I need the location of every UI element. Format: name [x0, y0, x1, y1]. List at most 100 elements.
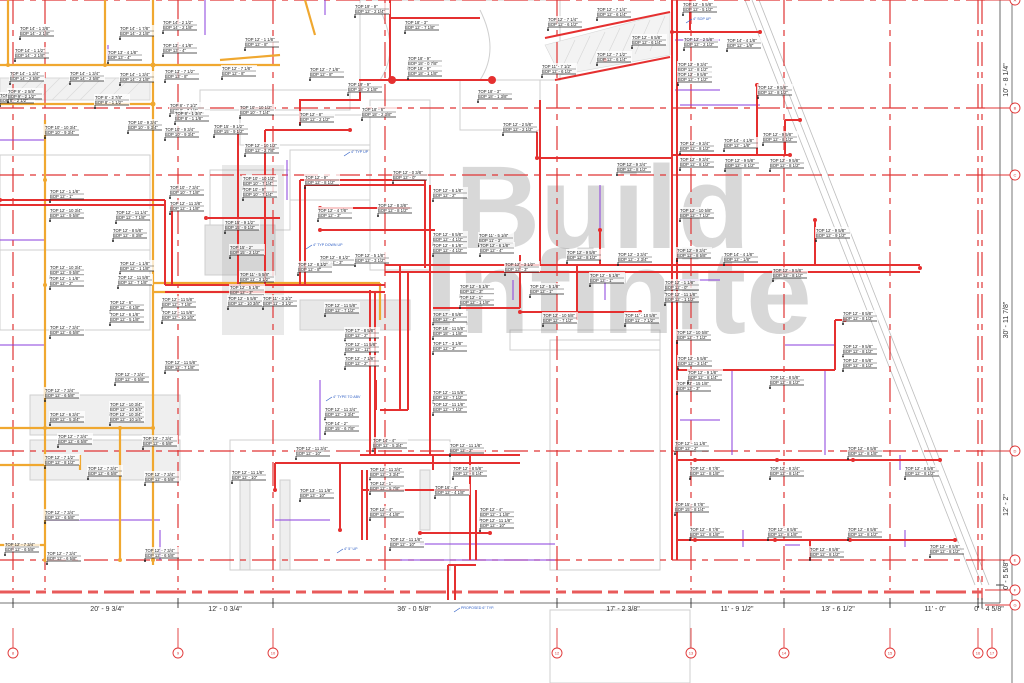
pipe-tag-top: TOP 12' - 8 5/8"	[810, 547, 840, 552]
pipe-tag-top: TOP 15' - 2"	[230, 245, 253, 250]
pipe-tag-top: TOP 12' - 2 5/8"	[684, 37, 714, 42]
pipe-tag: TOP 12' - 8 5/8"BOP 12' - 8 1/8"	[767, 526, 803, 541]
purple-pipes	[0, 0, 906, 561]
pipe-tag-top: TOP 10' - 10 3/4"	[45, 125, 77, 130]
grid-bubble-label: D	[1014, 449, 1017, 454]
pipe-tag-top: TOP 12' - 2 5/8"	[503, 122, 533, 127]
pipe-tag: TOP 10' - 10 1/2"BOP 10' - 7 1/4"	[239, 104, 275, 119]
pipe-tag-bop: BOP 12' - 2 7/8"	[245, 148, 275, 153]
pipe-tag: TOP 12' - 11 5/8"BOP 12' - 7 1/8"	[164, 359, 200, 374]
pipe-tag-top: TOP 12' - 11 3/4"	[370, 467, 402, 472]
grid-bubble: 17	[986, 628, 998, 659]
pipe-note: 4" TYP DOWN UP	[305, 243, 343, 250]
pipe-tag-top: TOP 17' - 8 5/8"	[345, 328, 375, 333]
pipe-tag-top: TOP 12' - 6 5/8"	[433, 232, 463, 237]
pipe-tag: TOP 12' - 7 1/2"BOP 12' - 8 1/2"	[44, 454, 80, 469]
pipe-tag: TOP 12' - 7 1/8"BOP 12' - 8"	[309, 66, 345, 81]
pipe-tag-bop: BOP 12' - 8 1/8"	[768, 532, 798, 537]
dimension-label: 11' - 0"	[924, 606, 946, 613]
grid-bubble: 12	[551, 628, 563, 659]
pipe-tag: TOP 12' - 7 1/8"BOP 12' - 8"	[221, 65, 257, 80]
pipe-tag: TOP 12' - 7 1/4"BOP 12' - 6 1/4"	[596, 6, 632, 21]
dimension-label: 11' - 9 1/2"	[721, 606, 754, 613]
pipe-tag-top: TOP 14' - 1 3/4"	[10, 71, 40, 76]
pipe-tag-top: TOP 12' - 8 5/8"	[113, 228, 143, 233]
pipe-tag-top: TOP 13' - 15 1/8"	[677, 381, 709, 386]
pipe-tag-top: TOP 12' - 10 1/2"	[245, 143, 277, 148]
pipe-tag: TOP 12' - 9 5/8"BOP 12' - 9 1/2"	[815, 227, 851, 242]
pipe-tag-bop: BOP 12' - 2"	[50, 281, 73, 286]
pipe-tag-top: TOP 12' - 9 5/8"	[816, 228, 846, 233]
pipe-tag: TOP 12' - 11 1/8"BOP 12' - 1 1/2"	[664, 291, 700, 306]
pipe-tag-top: TOP 15' - 8 7/8"	[675, 502, 705, 507]
grid-bubble-label: 12	[555, 651, 560, 656]
pipe-tag-top: TOP 12' - 11 3/4"	[296, 446, 328, 451]
pipe-tag-bop: BOP 12' - 2"	[345, 361, 368, 366]
pipe-tag-top: TOP 13' - 7 1/2"	[165, 69, 195, 74]
pipe-tag-bop: BOP 12' - 3"	[318, 213, 341, 218]
pipe-tag: TOP 12' - 7 3/4"BOP 12' - 6 5/8"	[4, 541, 40, 556]
pipe-tag-top: TOP 12' - 6 1/8"	[110, 312, 140, 317]
pipe-tag-bop: BOP 12' - 6 5/8"	[88, 471, 118, 476]
pipe-tag: TOP 12' - 11 3/8"BOP 12' - 1 1/8"	[169, 200, 205, 215]
pipe-tag-bop: BOP 18' - 1 3/8"	[478, 94, 508, 99]
pipe-tag-bop: BOP 12' - 0"	[665, 285, 688, 290]
pipe-tag-bop: BOP 15' - 9 1/2"	[214, 129, 244, 134]
pipe-tag: TOP 12' - 6 3/4"BOP 12' - 5 3/4"	[49, 411, 85, 426]
pipe-tag: TOP 12' - 10 5/8"BOP 12' - 7 1/2"	[679, 207, 715, 222]
pipe-tag: TOP 12' - 11 1/8"BOP 12' - 10"	[231, 469, 267, 484]
pipe-tag: TOP 12' - 11 1/8"BOP 12' - 2"	[449, 442, 485, 457]
pipe-tag-top: TOP 11' - 5 5/8"	[240, 272, 270, 277]
dimension-label-vertical: 0' - 5 5/8"	[1003, 560, 1010, 590]
pipe-tag-top: TOP 12' - 11 5/8"	[433, 390, 465, 395]
pipe-tag-bop: BOP 12' - 8"	[298, 267, 321, 272]
pipe-tag-bop: BOP 14' - 2 1/8"	[163, 25, 193, 30]
pipe-tag: TOP 18' - 11 5/8"BOP 18' - 1 1/8"	[432, 325, 468, 340]
pipe-tag-bop: BOP 12' - 8 3/8"	[113, 233, 143, 238]
pipe-tag: TOP 12' - 5 1/8"BOP 12' - 3 1/2"	[354, 252, 390, 267]
pipe-tag-bop: BOP 13' - 4"	[108, 55, 131, 60]
pipe-tag: TOP 12' - 4 7/8"BOP 12' - 3"	[317, 207, 353, 222]
pipe-tag-top: TOP 19' - 9"	[355, 4, 378, 9]
pipe-tag-bop: BOP 12' - 2 1/2"	[684, 42, 714, 47]
pipe-tag: TOP 12' - 8 5/8"BOP 12' - 8 1/4"	[452, 465, 488, 480]
pipe-tag-top: TOP 12' - 4"	[480, 507, 503, 512]
pipe-tag: TOP 12' - 8"BOP 12' - 2 1/2"	[299, 111, 335, 126]
pipe-tag-bop: BOP 12' - 8 1/8"	[690, 471, 720, 476]
pipe-tag-bop: BOP 12' - 2"	[433, 193, 456, 198]
grid-bubble-label: 9	[177, 651, 180, 656]
grid-bubble-label: 15	[888, 651, 893, 656]
dimension-label: 12' - 0 3/4"	[208, 606, 242, 613]
pipe-tag-top: TOP 14' - 1 3/8"	[20, 26, 50, 31]
pipe-tag: TOP 19' - 9"BOP 18' - 2 1/8"	[347, 81, 383, 96]
grid-bubble-label: C	[1014, 173, 1017, 178]
grid-bubble: C	[985, 169, 1021, 181]
pipe-tag: TOP 12' - 1 1/8"BOP 12' - 1 1/8"	[119, 260, 155, 275]
pipe-tag-top: TOP 12' - 1 1/8"	[120, 261, 150, 266]
pipe-tag: TOP 12' - 9 3/4"BOP 12' - 8 1/2"	[679, 156, 715, 171]
pipe-tag-top: TOP 12' - 8 5/8"	[905, 466, 935, 471]
pipe-tag-bop: BOP 8' - 1 1/2"	[95, 100, 123, 105]
pipe-tag-top: TOP 12' - 7 1/4"	[548, 17, 578, 22]
pipe-tag-top: TOP 12' - 8 7/8"	[690, 466, 720, 471]
pipe-tag-top: TOP 12' - 10 5/8"	[677, 330, 709, 335]
pipe-tag-top: TOP 16' - 4"	[435, 485, 458, 490]
pipe-tag: TOP 18' - 3"BOP 18' - 1 3/8"	[477, 88, 513, 103]
pipe-tag-top: TOP 12' - 8 5/8"	[453, 466, 483, 471]
grid-bubble-label: G	[1013, 603, 1016, 608]
pipe-tag: TOP 9' - 2 5/8"BOP 9' - 2 1/2"	[7, 88, 43, 103]
pipe-tag-bop: BOP 10' - 7 1/4"	[240, 110, 270, 115]
pipe-tag: TOP 12' - 7 3/4"BOP 12' - 6 5/8"	[114, 371, 150, 386]
pipe-tags: TOP 14' - 1 3/8" BOP 14' - 2 1/8" TOP 14' …	[0, 1, 965, 565]
pipe-tag-bop: BOP 10' - 7 1/4"	[243, 192, 273, 197]
pipe-tag-bop: BOP 12' - 3"	[460, 289, 483, 294]
pipe-tag: TOP 12' - 9 3/4"BOP 12' - 8 5/8"	[676, 247, 712, 262]
pipe-tag: TOP 12' - 1 1/8"BOP 12' - 2"	[49, 275, 85, 290]
pipe-tag-top: TOP 18' - 3"	[478, 89, 501, 94]
pipe-tag: TOP 12' - 9 3/4"BOP 12' - 8 1/2"	[616, 161, 652, 176]
pipe-tag-bop: BOP 12' - 4"	[433, 317, 456, 322]
pipe-tag: TOP 19' - 9"BOP 12' - 2 1/4"	[354, 3, 390, 18]
pipe-tag-bop: BOP 12' - 6 1/2"	[542, 69, 572, 74]
pipe-tag-top: TOP 12' - 7 3/4"	[143, 436, 173, 441]
